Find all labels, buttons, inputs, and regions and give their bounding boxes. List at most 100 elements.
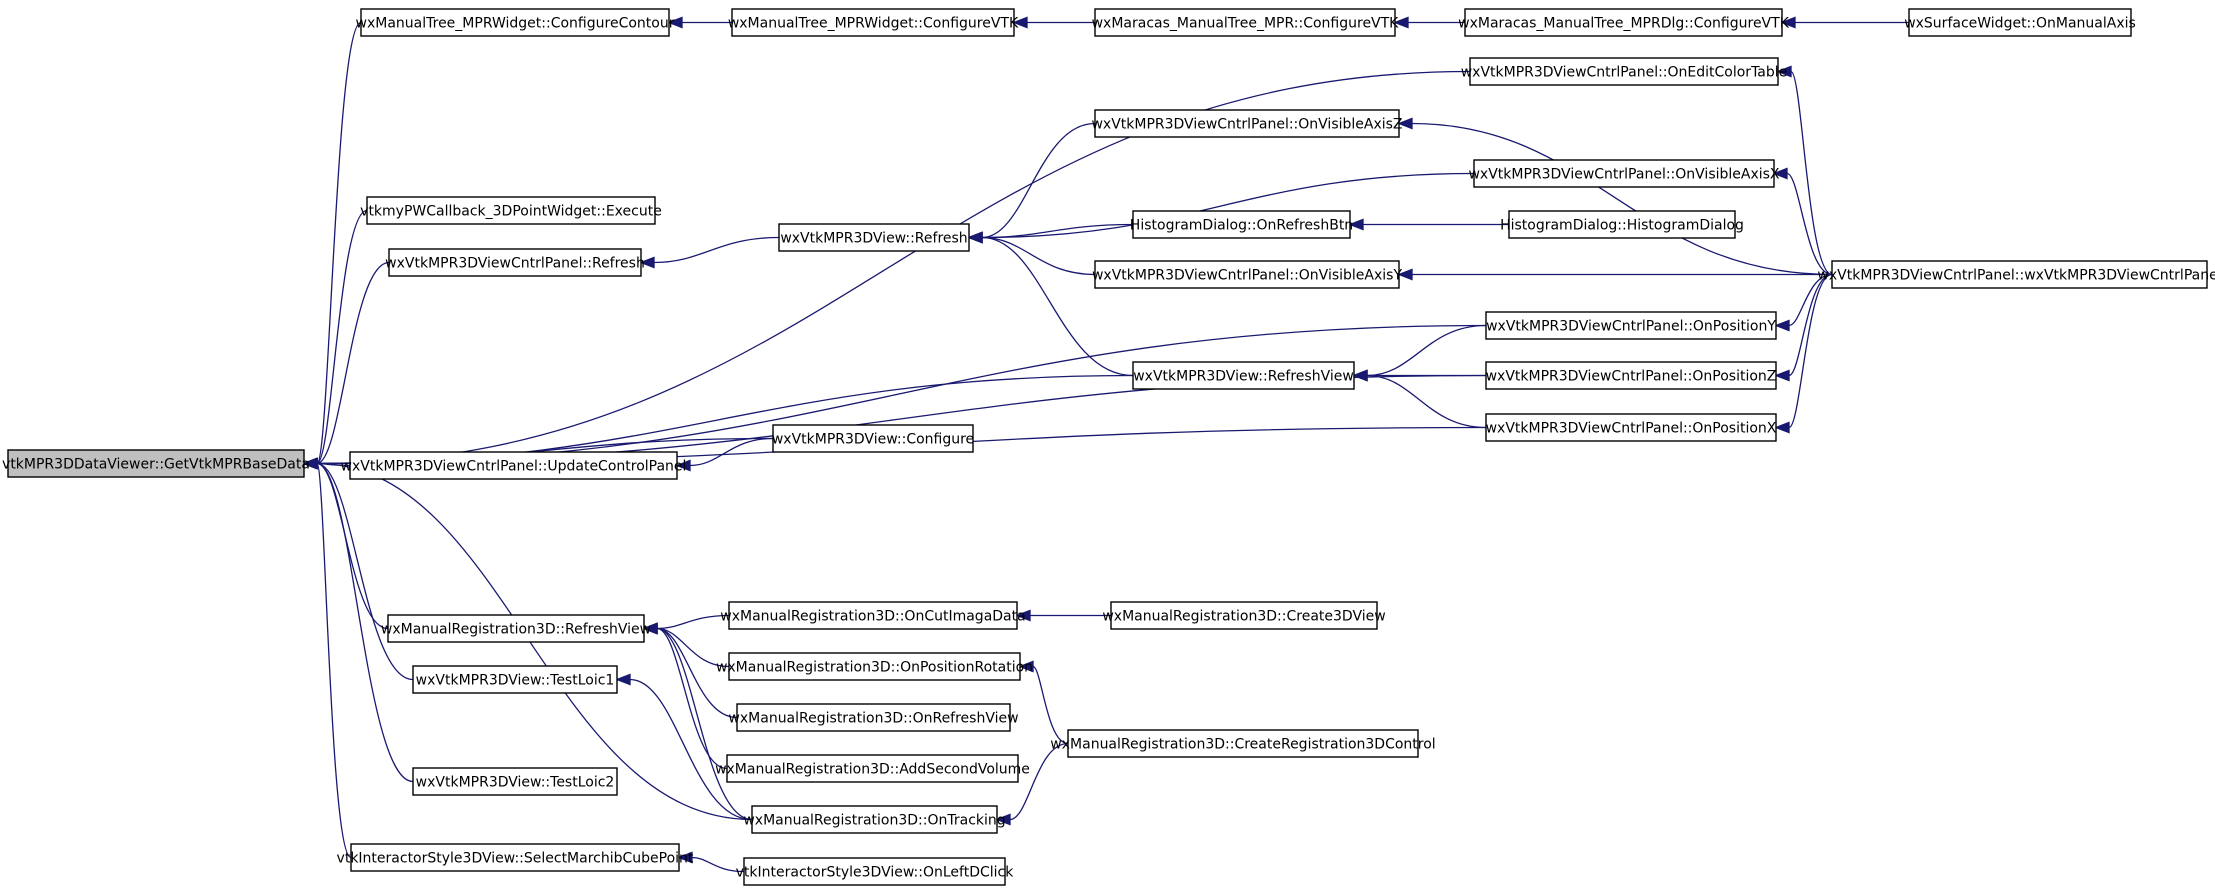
graph-node-wxmanualregistration3d-createregistration3dcontrol[interactable]: wxManualRegistration3D::CreateRegistrati… [1050,729,1436,758]
node-box [1110,601,1378,630]
edge-line [1366,324,1487,377]
arrowhead-icon [1774,319,1790,332]
graph-node-wxvtkmpr3dviewcntrlpanel-onvisibleaxisx[interactable]: wxVtkMPR3DViewCntrlPanel::OnVisibleAxisX [1468,159,1780,188]
graph-node-wxvtkmpr3dview-refresh[interactable]: wxVtkMPR3DView::Refresh [778,223,970,252]
call-edge [642,622,753,821]
edge-line [316,374,1134,465]
graph-node-wxvtkmpr3dviewcntrlpanel-onpositiony[interactable]: wxVtkMPR3DViewCntrlPanel::OnPositionY [1485,311,1777,340]
graph-node-histogramdialog-onrefreshbtn[interactable]: HistogramDialog::OnRefreshBtn [1130,210,1353,239]
node-box [412,767,618,796]
node-label: wxManualTree_MPRWidget::ConfigureContour [356,16,675,32]
graph-node-wxvtkmpr3dviewcntrlpanel-onpositionz[interactable]: wxVtkMPR3DViewCntrlPanel::OnPositionZ [1485,361,1777,390]
graph-node-wxvtkmpr3dview-configure[interactable]: wxVtkMPR3DView::Configure [772,424,974,453]
graph-node-wxmaracas-manualtree-mprdlg-configurevtk[interactable]: wxMaracas_ManualTree_MPRDlg::ConfigureVT… [1458,8,1790,37]
call-edge [1012,16,1095,29]
call-edge [639,236,780,269]
graph-node-wxmanualregistration3d-onrefreshview[interactable]: wxManualRegistration3D::OnRefreshView [728,703,1019,732]
arrowhead-icon [1776,65,1792,78]
graph-node-wxvtkmpr3dviewcntrlpanel-oneditcolortable[interactable]: wxVtkMPR3DViewCntrlPanel::OnEditColorTab… [1461,57,1788,86]
node-box [1831,260,2208,289]
arrowhead-icon [642,622,658,635]
node-box [736,703,1011,732]
graph-node-wxvtkmpr3dviewcntrlpanel-wxvtkmpr3dviewcntrlpanel[interactable]: wxVtkMPR3DViewCntrlPanel::wxVtkMPR3DView… [1817,260,2215,289]
call-edge [995,742,1069,826]
node-label: wxVtkMPR3DViewCntrlPanel::OnEditColorTab… [1461,65,1788,81]
arrowhead-icon [1397,117,1413,130]
edge-line [1788,273,1833,327]
graph-node-wxmanualregistration3d-create3dview[interactable]: wxManualRegistration3D::Create3DView [1102,601,1386,630]
node-label: wxVtkMPR3DViewCntrlPanel::OnPositionY [1486,319,1776,335]
node-box [1485,361,1777,390]
node-label: wxManualRegistration3D::OnRefreshView [728,711,1018,727]
arrowhead-icon [639,256,655,269]
graph-node-histogramdialog-histogramdialog[interactable]: HistogramDialog::HistogramDialog [1500,210,1744,239]
node-box [778,223,970,252]
graph-node-wxsurfacewidget-onmanualaxis[interactable]: wxSurfaceWidget::OnManualAxis [1904,8,2136,37]
edge-line [316,209,368,465]
node-box [1908,8,2132,37]
node-box [1067,729,1419,758]
graph-node-wxvtkmpr3dviewcntrlpanel-onpositionx[interactable]: wxVtkMPR3DViewCntrlPanel::OnPositionX [1485,413,1777,442]
node-box [751,805,998,834]
call-edge [1393,16,1465,29]
edge-line [316,21,362,465]
arrowhead-icon [667,16,683,29]
node-label: wxVtkMPR3DViewCntrlPanel::OnPositionZ [1486,369,1777,385]
edge-line [656,627,728,770]
edge-line [316,70,1471,465]
graph-node-wxvtkmpr3dviewcntrlpanel-onvisibleaxisy[interactable]: wxVtkMPR3DViewCntrlPanel::OnVisibleAxisY [1092,260,1402,289]
graph-node-vtkinteractorstyle3dview-selectmarchibcubepoint[interactable]: vtkInteractorStyle3DView::SelectMarchibC… [337,843,694,872]
graph-node-wxmanualregistration3d-ontracking[interactable]: wxManualRegistration3D::OnTracking [743,805,1006,834]
node-box [1508,210,1736,239]
call-edge [1397,117,1833,276]
graph-node-vtkinteractorstyle3dview-onleftdclick[interactable]: vtkInteractorStyle3DView::OnLeftDClick [736,857,1015,886]
graph-node-wxvtkmpr3dview-refreshview[interactable]: wxVtkMPR3DView::RefreshView [1132,361,1355,390]
node-label: vtkMPR3DDataViewer::GetVtkMPRBaseData [2,457,310,473]
graph-node-wxvtkmpr3dviewcntrlpanel-updatecontrolpanel[interactable]: wxVtkMPR3DViewCntrlPanel::UpdateControlP… [341,451,687,480]
node-box [743,857,1006,886]
node-label: wxVtkMPR3DViewCntrlPanel::OnVisibleAxisX [1468,167,1779,183]
graph-node-wxvtkmpr3dview-testloic1[interactable]: wxVtkMPR3DView::TestLoic1 [412,665,618,694]
edge-line [1788,273,1833,377]
graph-node-vtkmypwcallback-3dpointwidget-execute[interactable]: vtkmyPWCallback_3DPointWidget::Execute [360,196,662,225]
call-edge [1397,268,1832,281]
node-label: wxManualRegistration3D::CreateRegistrati… [1050,737,1435,753]
call-edge [667,16,732,29]
graph-node-wxmanualregistration3d-addsecondvolume[interactable]: wxManualRegistration3D::AddSecondVolume [715,754,1030,783]
graph-node-wxmanualregistration3d-oncutimagadata[interactable]: wxManualRegistration3D::OnCutImagaData [720,601,1026,630]
call-edge [302,21,362,470]
node-label: wxManualRegistration3D::OnPositionRotati… [716,660,1033,676]
arrowhead-icon [1780,16,1796,29]
edge-line [981,236,1134,377]
graph-node-wxvtkmpr3dviewcntrlpanel-refresh[interactable]: wxVtkMPR3DViewCntrlPanel::Refresh [385,248,645,277]
call-edge [1774,273,1833,382]
node-box [349,451,678,480]
edge-line [316,462,414,681]
call-edge [675,437,774,472]
graph-node-wxmaracas-manualtree-mpr-configurevtk[interactable]: wxMaracas_ManualTree_MPR::ConfigureVTK [1092,8,1400,37]
call-edge [615,673,753,821]
node-label: wxVtkMPR3DViewCntrlPanel::Refresh [385,256,645,272]
call-edge [1772,167,1833,276]
graph-node-wxmanualregistration3d-refreshview[interactable]: wxManualRegistration3D::RefreshView [381,614,651,643]
arrowhead-icon [995,813,1011,826]
graph-node-wxmanualtree-mprwidget-configurecontour[interactable]: wxManualTree_MPRWidget::ConfigureContour [356,8,675,37]
edge-line [1411,122,1833,276]
graph-node-wxmanualregistration3d-onpositionrotation[interactable]: wxManualRegistration3D::OnPositionRotati… [716,652,1033,681]
node-label: wxSurfaceWidget::OnManualAxis [1904,16,2136,32]
arrowhead-icon [1352,369,1368,382]
node-label: wxMaracas_ManualTree_MPRDlg::ConfigureVT… [1458,16,1790,32]
node-box [1094,109,1400,138]
edge-line [629,678,753,821]
node-box [1485,413,1777,442]
node-label: vtkInteractorStyle3DView::OnLeftDClick [736,865,1015,881]
node-box [412,665,618,694]
node-label: wxVtkMPR3DView::Refresh [780,231,967,247]
graph-node-vtkmpr3ddataviewer-getvtkmprbasedata[interactable]: vtkMPR3DDataViewer::GetVtkMPRBaseData [2,449,310,478]
node-box [1464,8,1783,37]
node-label: wxVtkMPR3DViewCntrlPanel::OnVisibleAxisZ [1091,117,1402,133]
graph-node-wxmanualtree-mprwidget-configurevtk[interactable]: wxManualTree_MPRWidget::ConfigureVTK [728,8,1019,37]
graph-node-wxvtkmpr3dview-testloic2[interactable]: wxVtkMPR3DView::TestLoic2 [412,767,618,796]
graph-node-wxvtkmpr3dviewcntrlpanel-onvisibleaxisz[interactable]: wxVtkMPR3DViewCntrlPanel::OnVisibleAxisZ [1091,109,1403,138]
